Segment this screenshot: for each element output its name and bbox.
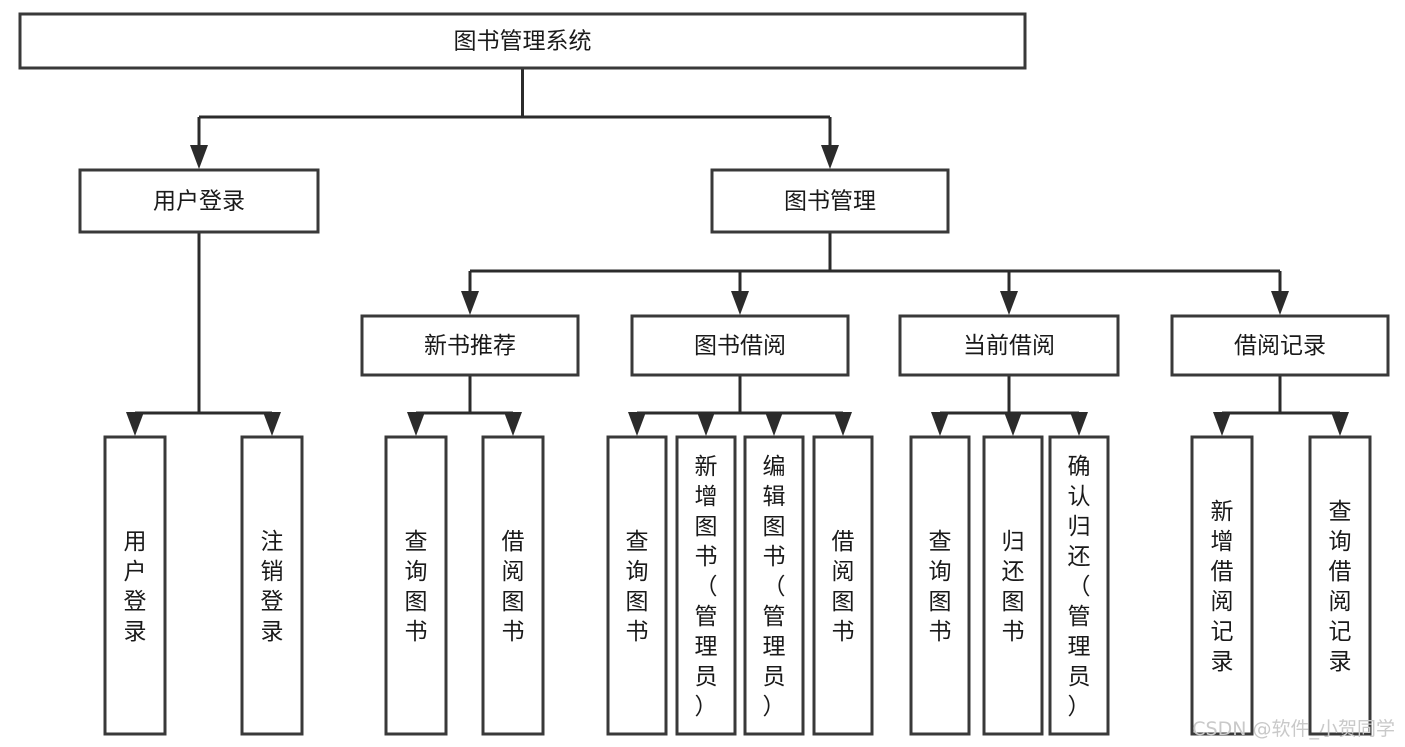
node-root-label: 图书管理系统 — [454, 29, 592, 55]
arrow-head-icon — [697, 412, 715, 436]
arrow-head-icon — [628, 412, 646, 436]
node-leaf-cur-query-rect — [909, 435, 971, 736]
node-leaf-edit-book[interactable]: 编辑图书（管理员） — [743, 435, 805, 736]
node-leaf-borrow-query[interactable]: 查询图书 — [606, 435, 668, 736]
node-root-rect — [18, 12, 1027, 70]
arrow-head-icon — [1271, 291, 1289, 315]
node-leaf-user-login-label: 用户登录 — [124, 529, 147, 645]
node-user-login-rect — [78, 168, 320, 234]
node-user-login[interactable]: 用户登录 — [78, 168, 320, 234]
node-leaf-query-record-label: 查询借阅记录 — [1329, 499, 1352, 675]
node-leaf-rec-borrow-rect — [481, 435, 545, 736]
node-book-borrow-rect — [630, 314, 850, 377]
node-leaf-return-book-rect — [982, 435, 1044, 736]
node-leaf-logout[interactable]: 注销登录 — [240, 435, 304, 736]
node-book-borrow[interactable]: 图书借阅 — [630, 314, 850, 377]
node-borrow-record[interactable]: 借阅记录 — [1170, 314, 1390, 377]
node-leaf-borrow-book-rect — [812, 435, 874, 736]
arrow-head-icon — [931, 412, 949, 436]
arrow-head-icon — [407, 412, 425, 436]
arrow-head-icon — [263, 412, 281, 436]
node-leaf-edit-book-rect — [743, 435, 805, 736]
node-new-book-rec-rect — [360, 314, 580, 377]
node-root[interactable]: 图书管理系统 — [18, 12, 1027, 70]
arrow-head-icon — [731, 291, 749, 315]
node-leaf-logout-rect — [240, 435, 304, 736]
node-book-borrow-label: 图书借阅 — [694, 333, 786, 359]
node-leaf-confirm-return-label: 确认归还（管理员） — [1068, 454, 1091, 720]
node-leaf-user-login-rect — [103, 435, 167, 736]
arrow-head-icon — [1331, 412, 1349, 436]
node-leaf-borrow-query-label: 查询图书 — [626, 529, 649, 645]
node-leaf-borrow-query-rect — [606, 435, 668, 736]
arrow-head-icon — [1004, 412, 1022, 436]
node-book-manage-rect — [710, 168, 950, 234]
node-book-manage[interactable]: 图书管理 — [710, 168, 950, 234]
node-leaf-borrow-book[interactable]: 借阅图书 — [812, 435, 874, 736]
node-leaf-return-book[interactable]: 归还图书 — [982, 435, 1044, 736]
node-leaf-rec-query[interactable]: 查询图书 — [384, 435, 448, 736]
node-borrow-record-rect — [1170, 314, 1390, 377]
node-new-book-rec[interactable]: 新书推荐 — [360, 314, 580, 377]
node-current-borrow-rect — [898, 314, 1120, 377]
node-current-borrow-label: 当前借阅 — [963, 333, 1055, 359]
arrow-head-icon — [765, 412, 783, 436]
arrow-head-icon — [461, 291, 479, 315]
node-leaf-borrow-book-label: 借阅图书 — [832, 529, 855, 645]
arrow-head-icon — [1070, 412, 1088, 436]
node-leaf-query-record[interactable]: 查询借阅记录 — [1308, 435, 1372, 736]
node-leaf-rec-query-label: 查询图书 — [405, 529, 428, 645]
node-new-book-rec-label: 新书推荐 — [424, 333, 516, 359]
arrow-head-icon — [821, 145, 839, 169]
node-leaf-add-record-rect — [1190, 435, 1254, 736]
arrow-head-icon — [834, 412, 852, 436]
node-leaf-return-book-label: 归还图书 — [1002, 529, 1025, 645]
arrow-head-icon — [1213, 412, 1231, 436]
arrow-head-icon — [1000, 291, 1018, 315]
arrow-head-icon — [504, 412, 522, 436]
node-leaf-rec-borrow-label: 借阅图书 — [502, 529, 525, 645]
node-leaf-cur-query[interactable]: 查询图书 — [909, 435, 971, 736]
node-current-borrow[interactable]: 当前借阅 — [898, 314, 1120, 377]
node-leaf-add-record-label: 新增借阅记录 — [1211, 499, 1234, 675]
node-borrow-record-label: 借阅记录 — [1234, 333, 1326, 359]
node-leaf-user-login[interactable]: 用户登录 — [103, 435, 167, 736]
diagram-nodes: 图书管理系统用户登录图书管理新书推荐图书借阅当前借阅借阅记录用户登录注销登录查询… — [18, 12, 1390, 736]
node-book-manage-label: 图书管理 — [784, 189, 876, 215]
node-leaf-add-book-rect — [675, 435, 737, 736]
node-leaf-query-record-rect — [1308, 435, 1372, 736]
node-leaf-edit-book-label: 编辑图书（管理员） — [763, 454, 786, 720]
node-leaf-cur-query-label: 查询图书 — [929, 529, 952, 645]
node-leaf-rec-borrow[interactable]: 借阅图书 — [481, 435, 545, 736]
node-leaf-rec-query-rect — [384, 435, 448, 736]
node-leaf-logout-label: 注销登录 — [261, 529, 284, 645]
node-user-login-label: 用户登录 — [153, 189, 245, 215]
node-leaf-confirm-return[interactable]: 确认归还（管理员） — [1048, 435, 1110, 736]
node-leaf-add-record[interactable]: 新增借阅记录 — [1190, 435, 1254, 736]
node-leaf-confirm-return-rect — [1048, 435, 1110, 736]
arrow-head-icon — [190, 145, 208, 169]
node-leaf-add-book[interactable]: 新增图书（管理员） — [675, 435, 737, 736]
connector-edges — [126, 68, 1349, 436]
node-leaf-add-book-label: 新增图书（管理员） — [695, 454, 718, 720]
arrow-head-icon — [126, 412, 144, 436]
